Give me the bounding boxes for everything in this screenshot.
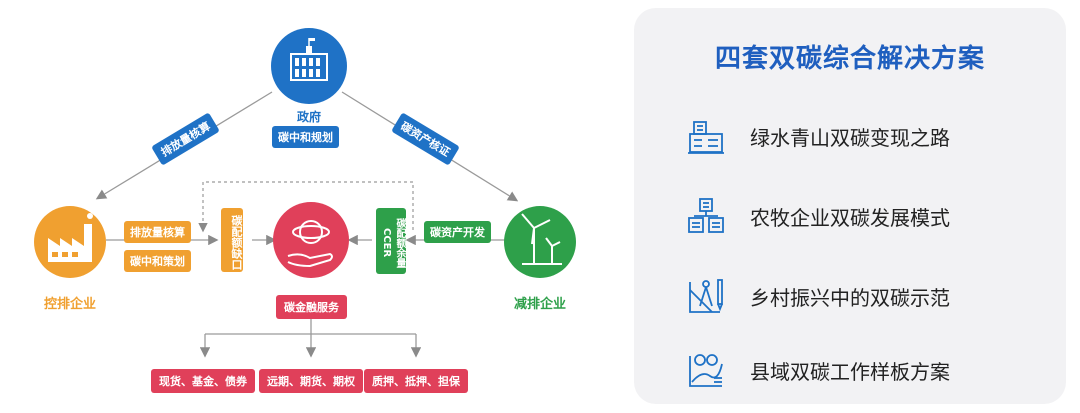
- drafting-tools-icon: [689, 279, 723, 313]
- finance-tag: 碳金融服务: [276, 295, 347, 319]
- solution-item: 乡村振兴中的双碳示范: [686, 274, 950, 318]
- solution-label: 县域双碳工作样板方案: [750, 359, 950, 384]
- quota-surplus-box: 碳配额余量CCER: [376, 208, 406, 274]
- reduce-enterprise-label: 减排企业: [513, 297, 566, 312]
- solution-item: 县域双碳工作样板方案: [686, 348, 950, 392]
- solution-label: 农牧企业双碳发展模式: [750, 205, 950, 230]
- solution-label: 乡村振兴中的双碳示范: [750, 285, 950, 310]
- bottom-tag-spot: 现货、基金、债券: [151, 369, 255, 393]
- diagram-lines: [34, 28, 576, 358]
- quota-gap-box: 碳配额缺口: [221, 208, 243, 272]
- farm-buildings-icon: [688, 198, 724, 233]
- dashed-loop: [198, 181, 414, 233]
- bottom-tag-futures: 远期、期货、期权: [259, 369, 363, 393]
- hand-money-icon: [287, 220, 333, 268]
- panel-title: 四套双碳综合解决方案: [714, 44, 985, 74]
- left-tag-emission: 排放量核算: [124, 221, 191, 243]
- solution-label: 绿水青山双碳变现之路: [750, 125, 950, 150]
- government-tag: 碳中和规划: [272, 126, 339, 148]
- government-building-icon: [290, 38, 328, 81]
- control-enterprise-node: [34, 206, 106, 278]
- reduce-enterprise-node: [504, 206, 576, 278]
- right-tag-asset-dev: 碳资产开发: [424, 221, 491, 243]
- control-enterprise-label: 控排企业: [43, 297, 96, 312]
- solution-item: 绿水青山双碳变现之路: [686, 114, 950, 158]
- solution-item: 农牧企业双碳发展模式: [686, 194, 950, 238]
- left-tag-planning: 碳中和策划: [124, 250, 191, 272]
- wind-turbine-icon: [521, 213, 562, 265]
- factory-building-icon: [688, 121, 724, 154]
- solutions-panel: 四套双碳综合解决方案 绿水青山双碳变现之路: [634, 8, 1066, 404]
- carbon-flow-diagram: 排放量核算 碳资产核证 政府 碳中和规划 控排企业 减排企业 排放量核算 碳中和…: [34, 28, 576, 393]
- bottom-tag-pledge: 质押、抵押、担保: [364, 369, 468, 393]
- factory-icon: [48, 208, 96, 262]
- government-label: 政府: [296, 110, 321, 124]
- money-chart-icon: [689, 354, 723, 387]
